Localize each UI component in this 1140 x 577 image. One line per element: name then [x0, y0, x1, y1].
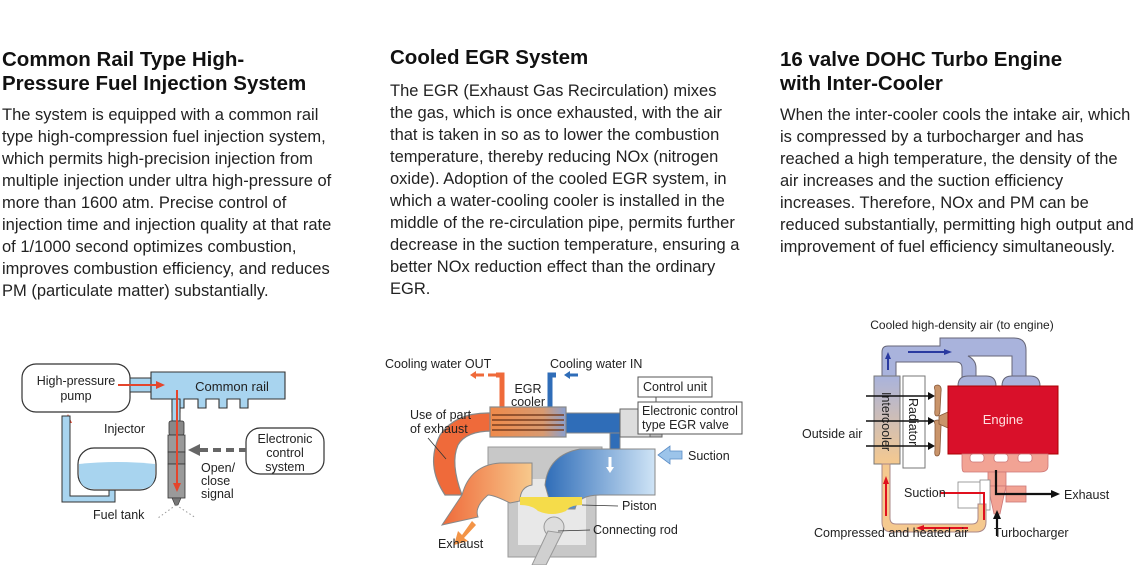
use-exhaust-label-2: of exhaust: [410, 422, 468, 436]
turbocharger-pointer-head: [993, 510, 1001, 519]
leader-line: [581, 504, 619, 507]
leader-line: [557, 529, 591, 532]
pump-label-2: pump: [60, 389, 91, 403]
turbocharger-label: Turbocharger: [994, 526, 1069, 540]
exhaust-label: Exhaust: [1064, 488, 1110, 502]
egr-cooler-label-1: EGR: [514, 382, 541, 396]
egr-valve-label-1: Electronic control: [642, 404, 738, 418]
exhaust-label: Exhaust: [438, 537, 484, 551]
radiator: [902, 375, 926, 469]
section-title: 16 valve DOHC Turbo Engine with Inter-Co…: [780, 48, 1135, 96]
suction-label: Suction: [688, 449, 730, 463]
fuel-tank: [77, 447, 157, 491]
signal-label-1: Open/: [201, 461, 236, 475]
intercooler: [873, 375, 901, 465]
common-rail-label: Common rail: [195, 379, 269, 394]
title-line-1: Common Rail Type High-: [2, 48, 245, 71]
exhaust-flow-line: [994, 470, 1052, 496]
injector-label: Injector: [104, 422, 145, 436]
exhaust-arrow: [454, 521, 476, 545]
signal-label-3: signal: [201, 487, 234, 501]
title-line-2: Pressure Fuel Injection System: [2, 72, 307, 95]
intake-manifold-runner: [1001, 375, 1041, 387]
piston-label: Piston: [622, 499, 657, 513]
signal-arrow: [188, 444, 246, 456]
suction-arrow: [657, 445, 683, 465]
section-body: The EGR (Exhaust Gas Recirculation) mixe…: [390, 82, 740, 298]
cooled-air-arrows: [885, 349, 952, 370]
egr-cooler: [489, 406, 567, 438]
cooling-in-label: Cooling water IN: [550, 357, 642, 371]
turbo-intercooler-diagram: Cooled high-density air (to engine) Inte…: [790, 310, 1130, 550]
cooled-egr-pipe: [565, 412, 621, 434]
cooled-air-pipe: [881, 337, 1027, 387]
exhaust-arrowhead: [1051, 490, 1060, 498]
cooling-out-label: Cooling water OUT: [385, 357, 492, 371]
exhaust-manifold-ports: [969, 453, 1033, 463]
section-body: The system is equipped with a common rai…: [2, 106, 332, 300]
pump-label-1: High-pressure: [37, 374, 116, 388]
connecting-rod-label: Connecting rod: [593, 523, 678, 537]
cooled-egr-diagram: Cooling water OUT Cooling water IN EGR c…: [370, 345, 750, 565]
engine-label: Engine: [983, 412, 1023, 427]
exhaust-port: [440, 462, 533, 526]
connecting-rod: [531, 530, 563, 565]
leader-line: [427, 437, 447, 460]
fuel-tank-label: Fuel tank: [93, 508, 145, 522]
suction-label: Suction: [904, 486, 946, 500]
egr-inflow-arrow-head: [606, 467, 614, 473]
outside-air-arrowheads: [928, 392, 935, 450]
use-exhaust-label-1: Use of part: [410, 408, 472, 422]
ecu-label-2: control: [266, 446, 304, 460]
ecu-label-3: system: [265, 460, 305, 474]
outside-air-arrows: [866, 395, 930, 447]
compressed-air-pipe: [881, 463, 987, 533]
control-unit-box: [637, 376, 713, 398]
cooling-out-arrow: [470, 371, 505, 407]
high-pressure-pump-box: [21, 363, 131, 413]
compressed-air-arrows: [883, 476, 985, 531]
cooling-fan: [934, 384, 949, 457]
section-cooled-egr: Cooled EGR System The EGR (Exhaust Gas R…: [390, 44, 740, 300]
common-rail-diagram: High-pressure pump Common rail Injector …: [0, 350, 330, 550]
egr-valve-label-2: type EGR valve: [642, 418, 729, 432]
section-title: Cooled EGR System: [390, 46, 589, 69]
signal-label-2: close: [201, 474, 230, 488]
combustion-chamber: [520, 497, 582, 514]
intake-manifold-runner: [957, 375, 997, 387]
title-line-1: 16 valve DOHC Turbo Engine: [780, 48, 1063, 71]
control-unit-label: Control unit: [643, 380, 707, 394]
ecu-label-1: Electronic: [258, 432, 313, 446]
cooled-air-label: Cooled high-density air (to engine): [870, 318, 1053, 332]
section-turbo-engine: 16 valve DOHC Turbo Engine with Inter-Co…: [780, 44, 1135, 258]
outside-air-label: Outside air: [802, 427, 862, 441]
cooling-in-arrow: [547, 371, 578, 407]
fuel-spray: [157, 504, 197, 519]
title-line-2: with Inter-Cooler: [780, 72, 943, 95]
egr-valve-box: [637, 401, 743, 435]
section-title: Common Rail Type High- Pressure Fuel Inj…: [2, 48, 347, 96]
engine: [947, 385, 1059, 455]
compressed-air-label: Compressed and heated air: [814, 526, 968, 540]
egr-cooler-label-2: cooler: [511, 395, 545, 409]
section-body: When the inter-cooler cools the intake a…: [780, 106, 1134, 256]
section-common-rail: Common Rail Type High- Pressure Fuel Inj…: [2, 44, 347, 302]
